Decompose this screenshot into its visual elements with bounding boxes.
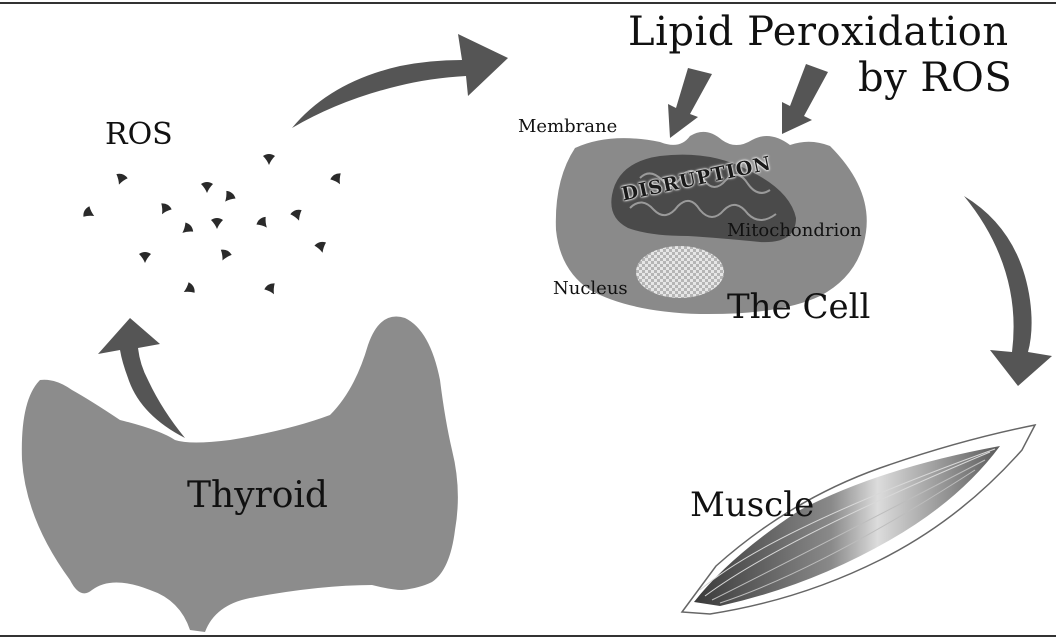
ros-particle-icon [217, 248, 233, 263]
lipid-peroxidation-label: Lipid Peroxidation [628, 12, 1009, 52]
ros-particle-icon [329, 172, 345, 188]
ros-particle-icon [82, 205, 98, 221]
mitochondrion-label: Mitochondrion [727, 222, 862, 240]
lipid-arrow-left [668, 68, 712, 138]
muscle-label: Muscle [690, 488, 814, 522]
ros-particle-icon [263, 282, 279, 298]
ros-particle-icon [157, 202, 173, 218]
membrane-label: Membrane [518, 118, 617, 136]
arrow-ros-to-cell [292, 34, 508, 128]
nucleus [636, 246, 724, 298]
ros-particle-icon [314, 241, 328, 255]
lipid-arrow-right [782, 64, 828, 134]
thyroid-label: Thyroid [187, 478, 328, 514]
ros-label: ROS [105, 120, 173, 150]
ros-particle-icon [255, 215, 271, 231]
the-cell-label: The Cell [727, 290, 870, 324]
ros-particle-icon [263, 154, 275, 165]
lipid-peroxidation-by-ros-label: by ROS [858, 58, 1012, 98]
ros-particle-icon [113, 172, 128, 186]
ros-particles [82, 154, 346, 297]
ros-particle-icon [221, 189, 237, 205]
ros-particle-icon [179, 221, 195, 237]
ros-particle-icon [211, 218, 223, 229]
ros-particle-icon [139, 252, 151, 263]
ros-particle-icon [201, 182, 213, 193]
arrow-cell-to-muscle [964, 196, 1052, 386]
nucleus-label: Nucleus [553, 280, 628, 298]
ros-particle-icon [290, 208, 305, 222]
ros-particle-icon [181, 281, 197, 297]
